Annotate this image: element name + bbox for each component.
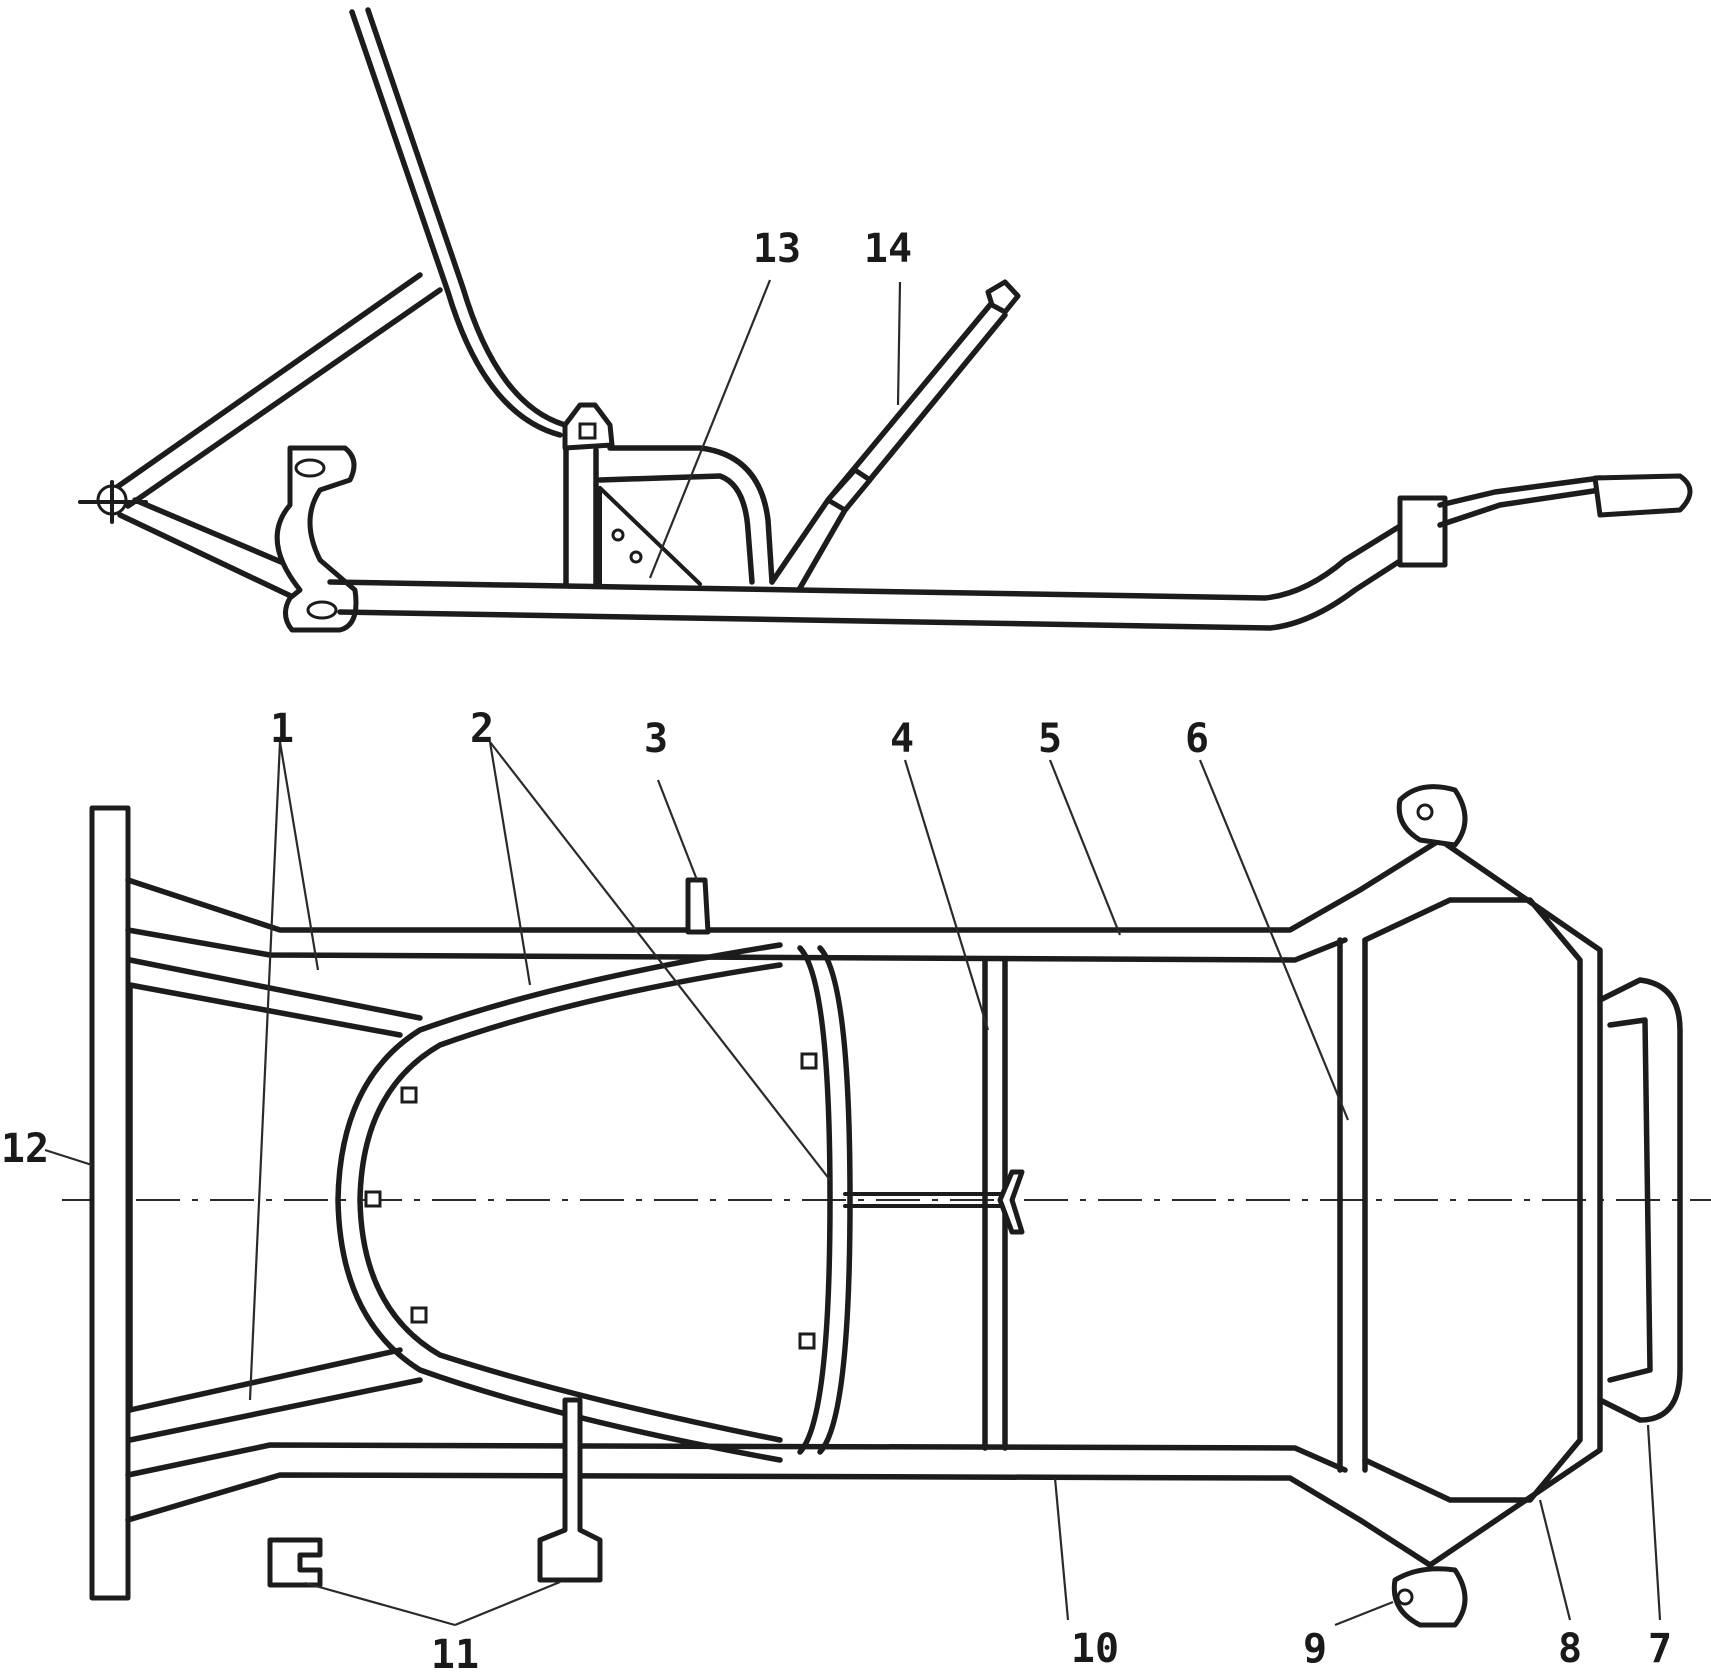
centre-strut [843, 1192, 1007, 1208]
leader-11a [304, 1581, 456, 1627]
seat-tab-2 [364, 1190, 382, 1208]
spindle-mount-lower [1391, 1566, 1468, 1628]
upper-side-rail [125, 837, 1443, 963]
engine-bracket-b [537, 1397, 603, 1583]
leader-10 [1053, 1477, 1070, 1621]
leader-6 [1198, 759, 1350, 1121]
gusset-hole-1 [611, 528, 625, 542]
inner-diagonal-lower [127, 1347, 423, 1443]
callout-14: 14 [864, 226, 912, 272]
front-cross-member [1337, 937, 1368, 1473]
leader-11b [454, 1580, 561, 1627]
spindle-hole-lower [1396, 1588, 1414, 1606]
callout-9: 9 [1303, 1626, 1327, 1672]
steering-top-cap [985, 279, 1021, 315]
callout-2: 2 [470, 706, 494, 752]
seat-back-tube [349, 7, 568, 438]
leader-7 [1646, 1424, 1662, 1621]
callout-8: 8 [1558, 1626, 1582, 1672]
leader-8 [1538, 1499, 1572, 1621]
gusset-hole-2 [629, 550, 643, 564]
top-stub-tab [685, 877, 711, 935]
callout-10: 10 [1071, 1626, 1119, 1672]
seat-post [563, 447, 599, 589]
seat-crossbar [797, 945, 853, 1455]
gusset-plate [598, 486, 702, 586]
leader-4 [903, 759, 990, 1031]
leader-1a [278, 741, 320, 971]
main-lower-rail [327, 517, 1423, 631]
nose-loop [1597, 977, 1683, 1423]
engine-bracket-a [267, 1537, 323, 1588]
leader-5 [1048, 759, 1122, 936]
seat-tab-5 [798, 1332, 816, 1350]
steering-bracket [997, 1169, 1025, 1235]
diagonal-brace [107, 272, 443, 509]
leader-3 [656, 779, 699, 881]
bracket-hole-lower [306, 600, 338, 620]
leader-12 [44, 1148, 93, 1167]
leader-13 [648, 279, 772, 579]
side-view [78, 7, 1693, 633]
leader-9 [1334, 1600, 1394, 1627]
lower-side-rail [125, 1442, 1433, 1568]
rear-loop [597, 445, 775, 585]
plan-view [62, 784, 1711, 1628]
rear-cross-bar [89, 805, 131, 1601]
callout-labels: 13 14 1 2 3 4 5 6 7 8 9 10 11 12 [1, 226, 1672, 1678]
leader-2b [489, 741, 831, 1181]
seat-tab-4 [800, 1052, 818, 1070]
leader-2a [488, 741, 532, 986]
pedal-pad [1592, 473, 1693, 518]
callout-6: 6 [1185, 716, 1209, 762]
leader-lines [44, 279, 1662, 1627]
leader-14 [896, 281, 902, 406]
clamp-bolt [578, 422, 597, 440]
callout-13: 13 [753, 226, 801, 272]
steering-column-sleeve [825, 467, 873, 513]
leader-1b [248, 741, 282, 1401]
bracket-hole-upper [294, 458, 326, 478]
callout-12: 12 [1, 1126, 49, 1172]
bumper-inner-frame [1362, 837, 1603, 1568]
pedal-arm [1437, 475, 1603, 528]
front-lower-tube [117, 497, 303, 601]
steering-column [769, 302, 1008, 591]
seat-loop [335, 942, 783, 1463]
spindle-hole-upper [1416, 803, 1434, 821]
callout-4: 4 [890, 716, 914, 762]
callout-11: 11 [431, 1632, 479, 1678]
callout-1: 1 [270, 706, 294, 752]
seat-tab-1 [400, 1086, 418, 1104]
callout-3: 3 [644, 716, 668, 762]
foot-pedal-mount [1397, 495, 1448, 568]
callout-7: 7 [1648, 1626, 1672, 1672]
front-spindle [78, 480, 148, 524]
callout-5: 5 [1038, 716, 1062, 762]
inner-diagonal-upper [127, 957, 423, 1038]
seat-tab-3 [410, 1306, 428, 1324]
